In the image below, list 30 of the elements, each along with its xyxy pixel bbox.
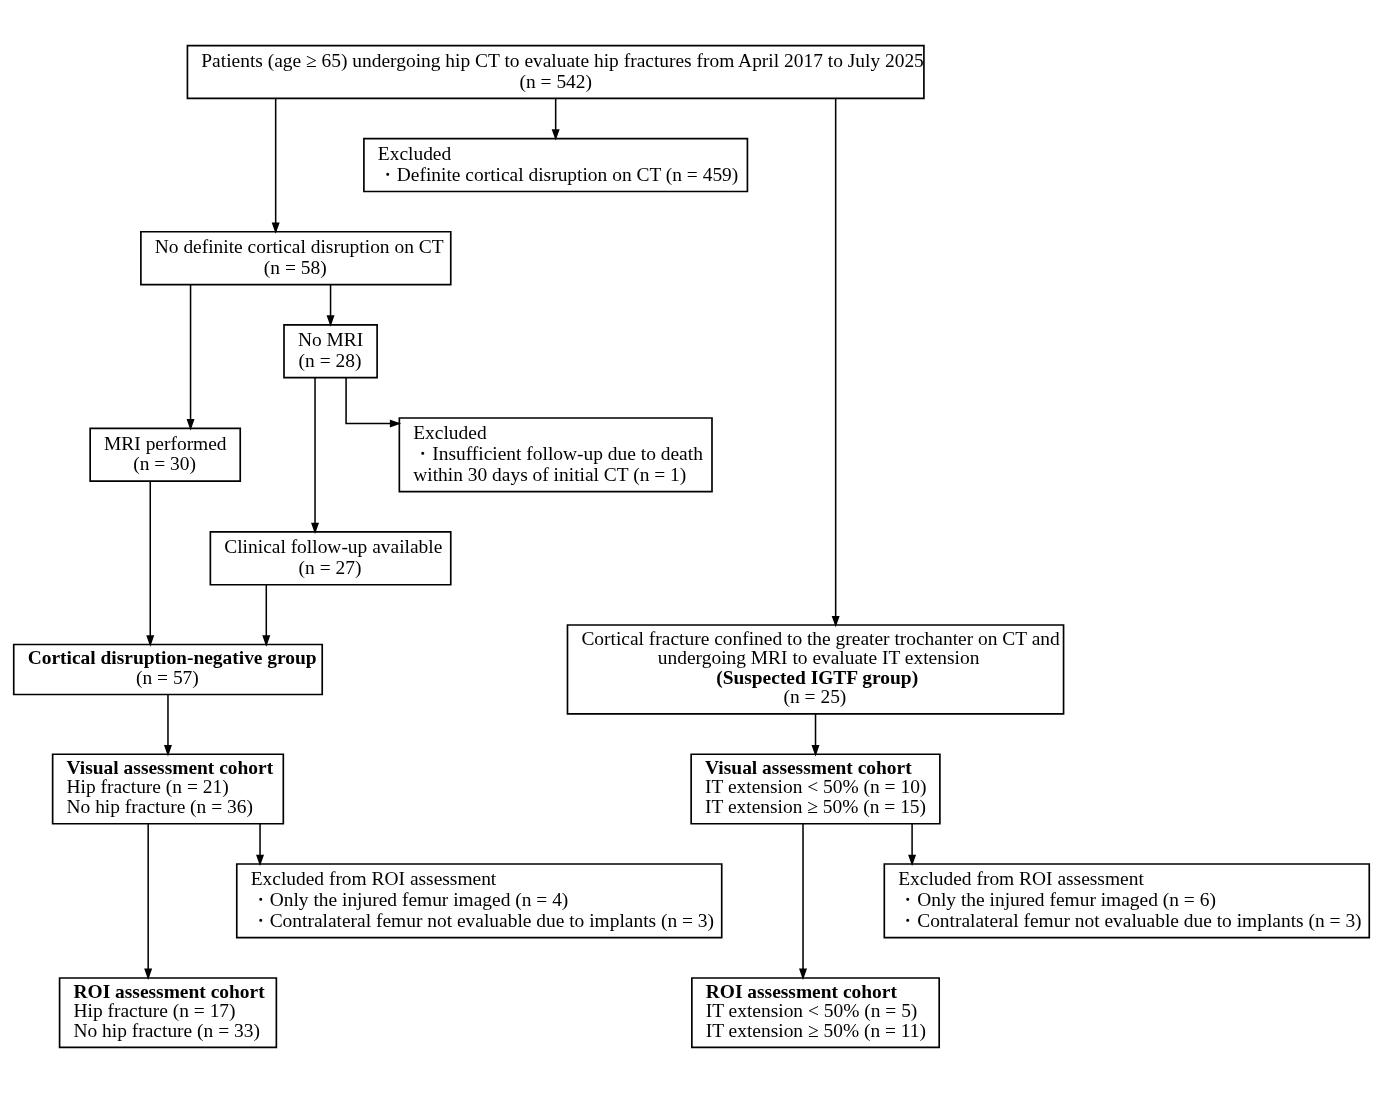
node-box: Patients (age ≥ 65) undergoing hip CT to evaluate hip fractures from April 2017 to July 2025 (n = 542)	[186, 44, 925, 100]
arrow	[551, 97, 560, 141]
node-box: ROI assessment cohort IT extension < 50% (n = 5) IT extension ≥ 50% (n = 11)	[691, 977, 941, 1049]
node-box: Visual assessment cohort Hip fracture (n = 21) No hip fracture (n = 36)	[51, 753, 285, 825]
arrow	[811, 713, 820, 757]
node-box: Excluded from ROI assessment ・Only the injured femur imaged (n = 6) ・Contralateral femur not evaluable due to implants (n = 3)	[883, 863, 1371, 939]
node-box: Excluded ・Definite cortical disruption on CT (n = 459)	[363, 137, 749, 193]
node-box: Cortical fracture confined to the greater trochanter on CT and undergoing MRI to evaluate IT extension (Suspected IGTF group) (n = 25)	[566, 624, 1065, 715]
node-box: Excluded ・Insufficient follow-up due to death within 30 days of initial CT (n = 1)	[398, 417, 713, 493]
arrow	[146, 480, 155, 647]
node-box: ROI assessment cohort Hip fracture (n = 17) No hip fracture (n = 33)	[58, 977, 278, 1049]
node-box: Clinical follow-up available (n = 27)	[209, 531, 452, 586]
arrow	[256, 823, 265, 867]
arrow	[164, 694, 172, 757]
arrow	[908, 823, 917, 867]
arrow	[799, 823, 807, 980]
node-box: Cortical disruption-negative group (n = 57)	[12, 643, 324, 696]
arrow	[186, 283, 195, 431]
arrow	[271, 97, 280, 234]
arrow	[144, 823, 153, 980]
node-box: No MRI (n = 28)	[283, 324, 378, 379]
node-box: Visual assessment cohort IT extension < 50% (n = 10) IT extension ≥ 50% (n = 15)	[690, 753, 941, 825]
node-box: No definite cortical disruption on CT (n = 58)	[140, 230, 452, 286]
arrow	[345, 377, 402, 428]
node-box: MRI performed (n = 30)	[89, 427, 242, 483]
arrow	[262, 584, 271, 647]
node-box: Excluded from ROI assessment ・Only the injured femur imaged (n = 4) ・Contralateral femur not evaluable due to implants (n = 3)	[235, 863, 723, 939]
arrow	[831, 97, 840, 628]
arrow	[311, 377, 320, 535]
arrow	[326, 283, 335, 327]
